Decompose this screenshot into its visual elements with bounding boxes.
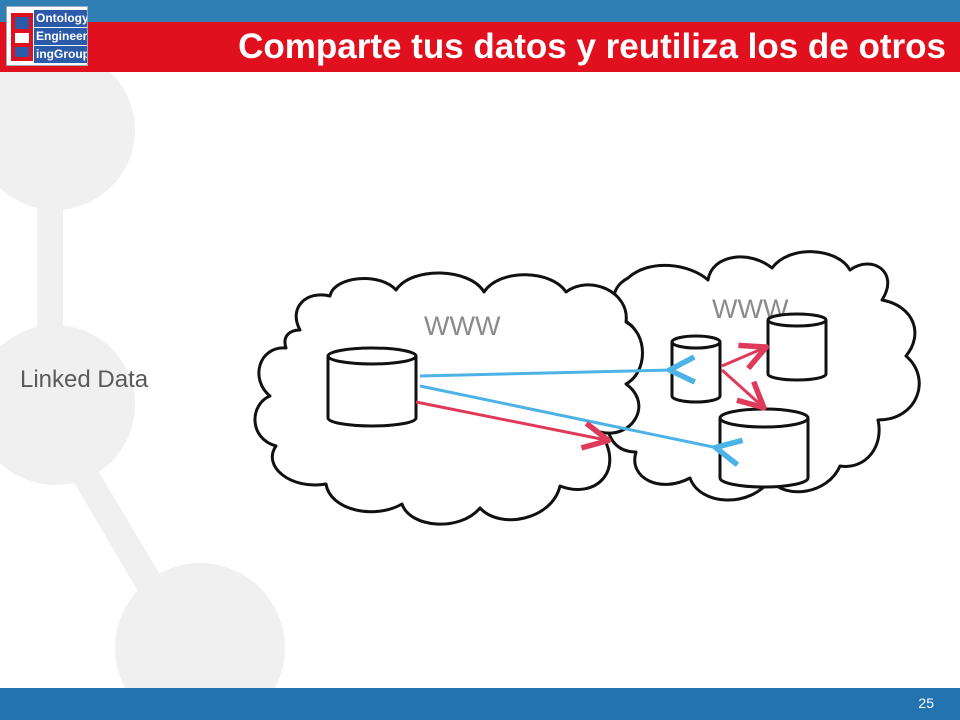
title-bar: [0, 22, 960, 72]
link-red-up: [721, 348, 764, 366]
cloud-left: [253, 271, 644, 526]
logo-text-line-2: Engineer: [34, 28, 87, 45]
logo-text-line-1: Ontology: [34, 10, 87, 27]
link-red-left: [415, 400, 606, 440]
cloud-left-label: WWW: [424, 311, 501, 341]
database-left: [326, 346, 418, 428]
database-right-top: [766, 312, 828, 382]
database-right-small: [670, 334, 722, 404]
database-right-large: [718, 407, 810, 489]
slide-title: Comparte tus datos y reutiliza los de ot…: [238, 27, 946, 66]
molecule-bond-vertical: [37, 190, 63, 350]
link-blue-upper: [419, 370, 672, 376]
molecule-atom-bottom: [115, 563, 285, 688]
background-molecule-decoration: [0, 72, 285, 688]
footer-bar: [0, 688, 960, 720]
top-accent-strip: [0, 0, 960, 22]
logo-mark-icon: [11, 13, 33, 61]
logo-text-line-3: ingGroup: [34, 46, 87, 63]
molecule-bond-diagonal: [55, 440, 175, 612]
link-red-down: [720, 368, 762, 406]
page-number: 25: [918, 695, 934, 711]
molecule-atom-middle: [0, 325, 135, 485]
link-blue-lower: [419, 384, 718, 448]
cloud-right: [606, 250, 921, 502]
molecule-atom-top: [0, 72, 135, 210]
linked-data-label: Linked Data: [20, 366, 149, 393]
oeg-logo: Ontology Engineer ingGroup: [6, 6, 88, 66]
